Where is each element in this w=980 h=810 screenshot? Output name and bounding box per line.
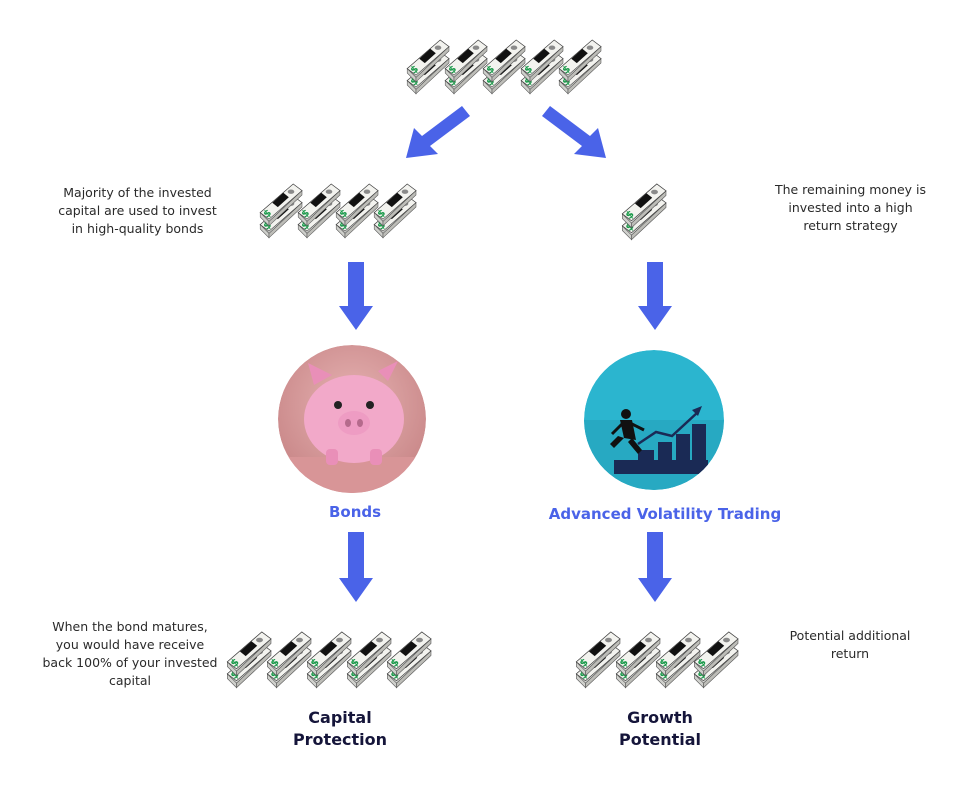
money-stack-remaining: [621, 183, 667, 241]
label-capital-protection-line1: Capital: [308, 708, 372, 727]
arrow-down-icon: [638, 262, 672, 330]
money-stack-bonds: [259, 183, 417, 239]
note-potential-return: Potential additional return: [789, 628, 911, 661]
piggy-bank-icon: [278, 345, 426, 493]
label-growth-potential: Growth Potential: [590, 707, 730, 751]
arrow-down-icon: [339, 532, 373, 602]
arrow-down-icon: [339, 262, 373, 330]
arrow-right-diagonal-icon: [542, 106, 606, 158]
note-bonds-intro: Majority of the invested capital are use…: [58, 185, 217, 236]
note-bond-matures: When the bond matures, you would have re…: [42, 619, 218, 688]
arrow-down-icon: [638, 532, 672, 602]
label-capital-protection-line2: Protection: [292, 730, 388, 749]
trading-growth-icon: [584, 350, 724, 490]
label-capital-protection: Capital Protection: [270, 707, 410, 751]
label-advanced-volatility-trading: Advanced Volatility Trading: [548, 505, 782, 523]
label-growth-potential-line2: Potential: [618, 730, 702, 749]
note-remaining-intro: The remaining money is invested into a h…: [774, 182, 927, 233]
money-stack-capital-returned: [226, 631, 432, 689]
label-bonds: Bonds: [328, 503, 382, 521]
money-stack-growth: [575, 631, 739, 689]
money-stack-top: [406, 39, 602, 95]
arrow-left-diagonal-icon: [406, 106, 470, 158]
label-growth-potential-line1: Growth: [627, 708, 693, 727]
